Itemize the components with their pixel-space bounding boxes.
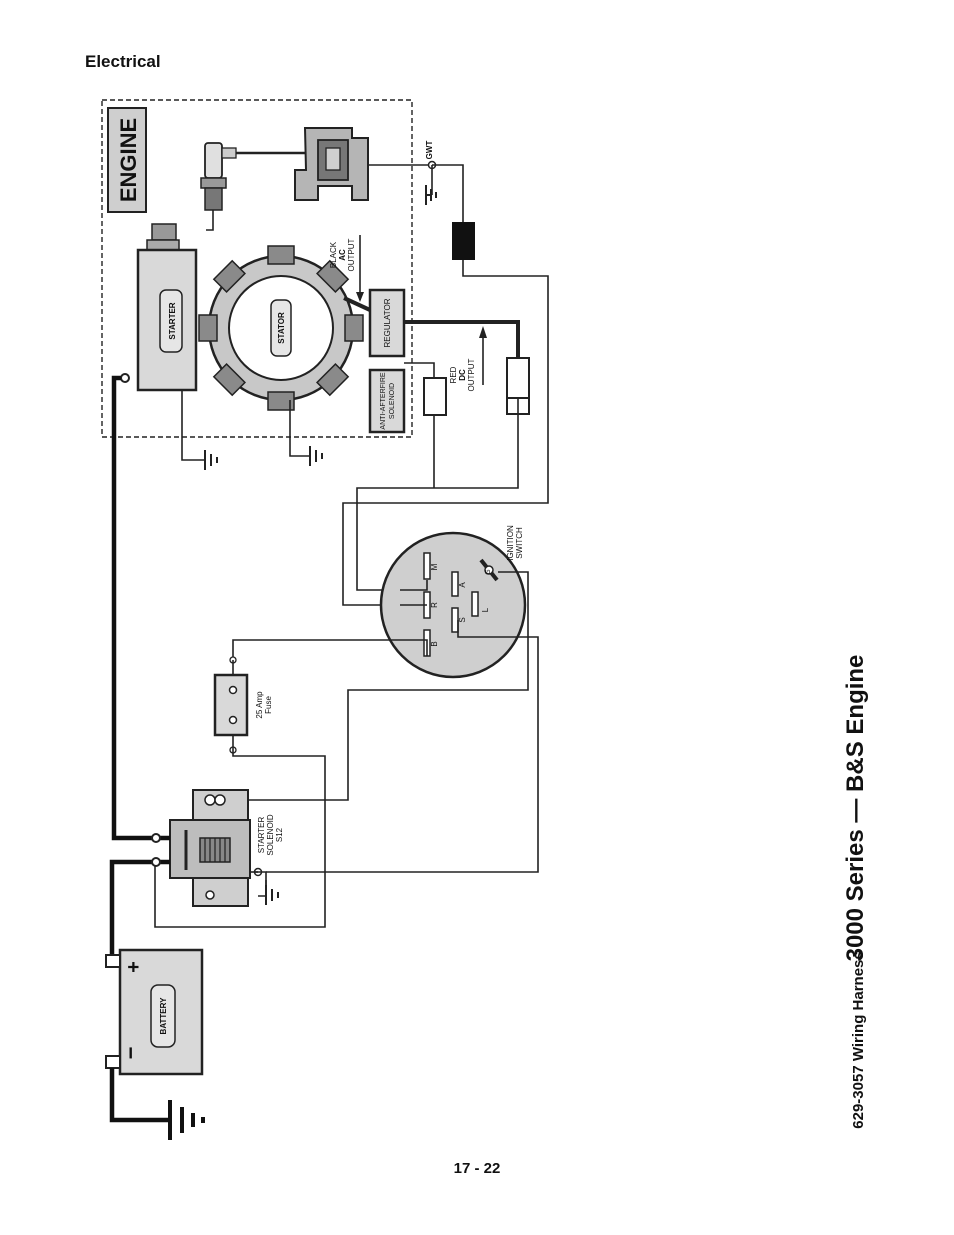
svg-text:ANTI-AFTERFIRE: ANTI-AFTERFIRE [380, 372, 387, 429]
starter-solenoid: STARTER SOLENOID S12 [169, 789, 284, 907]
section-title: Electrical [85, 52, 161, 71]
svg-text:S12: S12 [275, 827, 284, 842]
starter-terminal [120, 373, 130, 383]
svg-text:OUTPUT: OUTPUT [467, 358, 476, 391]
ground-symbol-starter [204, 450, 218, 470]
rotated-main-title: 3000 Series — B&S Engine [842, 655, 869, 962]
svg-text:IGNITION: IGNITION [506, 525, 515, 561]
dc-connector [506, 357, 530, 415]
fuse-25-amp: 25 Amp Fuse [213, 656, 273, 754]
ignition-switch: M R B A S L G [379, 531, 527, 679]
starter-label: STARTER [168, 302, 177, 339]
engine-boundary [101, 99, 413, 438]
dc-output-label: RED DC OUTPUT [449, 358, 476, 391]
svg-text:Fuse: Fuse [264, 696, 273, 714]
page-number: 17 - 22 [453, 1160, 501, 1177]
ignition-module [294, 127, 369, 201]
inline-resistor [423, 377, 447, 416]
svg-text:SOLENOID: SOLENOID [266, 814, 275, 856]
ground-symbol-gwt [425, 185, 437, 205]
ac-output-label: BLACK AC OUTPUT [329, 238, 356, 271]
switch-terminal-r: R [430, 602, 439, 608]
svg-text:DC: DC [458, 369, 467, 381]
switch-terminal-s: S [458, 617, 467, 622]
engine-label: ENGINE [116, 118, 141, 202]
svg-text:SOLENOID: SOLENOID [389, 383, 396, 419]
spark-plug [200, 142, 237, 231]
ground-symbol-battery [168, 1100, 205, 1140]
rotated-subtitle: 629-3057 Wiring Harness [850, 951, 867, 1128]
switch-terminal-l: L [481, 607, 490, 612]
ground-symbol-stator [309, 446, 323, 466]
anti-afterfire-solenoid: ANTI-AFTERFIRE SOLENOID [368, 368, 406, 434]
battery-minus-sign: − [118, 1047, 143, 1060]
switch-terminal-m: M [430, 563, 439, 570]
starter-motor: STARTER [136, 223, 198, 392]
switch-terminal-a: A [458, 582, 467, 588]
stator: STATOR [198, 245, 364, 411]
starter-cable [111, 375, 170, 841]
gwt-label: GWT [425, 141, 434, 160]
regulator-label: REGULATOR [383, 298, 392, 347]
switch-terminal-b: B [430, 641, 439, 646]
stator-label: STATOR [277, 312, 286, 344]
ground-symbol-solenoid [265, 885, 279, 905]
svg-text:25 Amp: 25 Amp [255, 691, 264, 719]
svg-text:RED: RED [449, 366, 458, 383]
inline-connector [452, 222, 475, 260]
battery-positive-cable [109, 859, 170, 958]
switch-terminal-g: G [485, 569, 492, 574]
svg-text:OUTPUT: OUTPUT [347, 238, 356, 271]
battery: BATTERY + − [105, 948, 204, 1076]
battery-plus-sign: + [123, 961, 145, 973]
svg-text:STARTER: STARTER [257, 816, 266, 853]
battery-label: BATTERY [159, 997, 168, 1035]
regulator: REGULATOR [368, 288, 406, 358]
svg-text:BLACK: BLACK [329, 241, 338, 268]
svg-text:AC: AC [338, 249, 347, 261]
battery-negative-cable [109, 1068, 170, 1123]
engine-label-box: ENGINE [107, 107, 147, 213]
svg-text:SWITCH: SWITCH [515, 527, 524, 559]
